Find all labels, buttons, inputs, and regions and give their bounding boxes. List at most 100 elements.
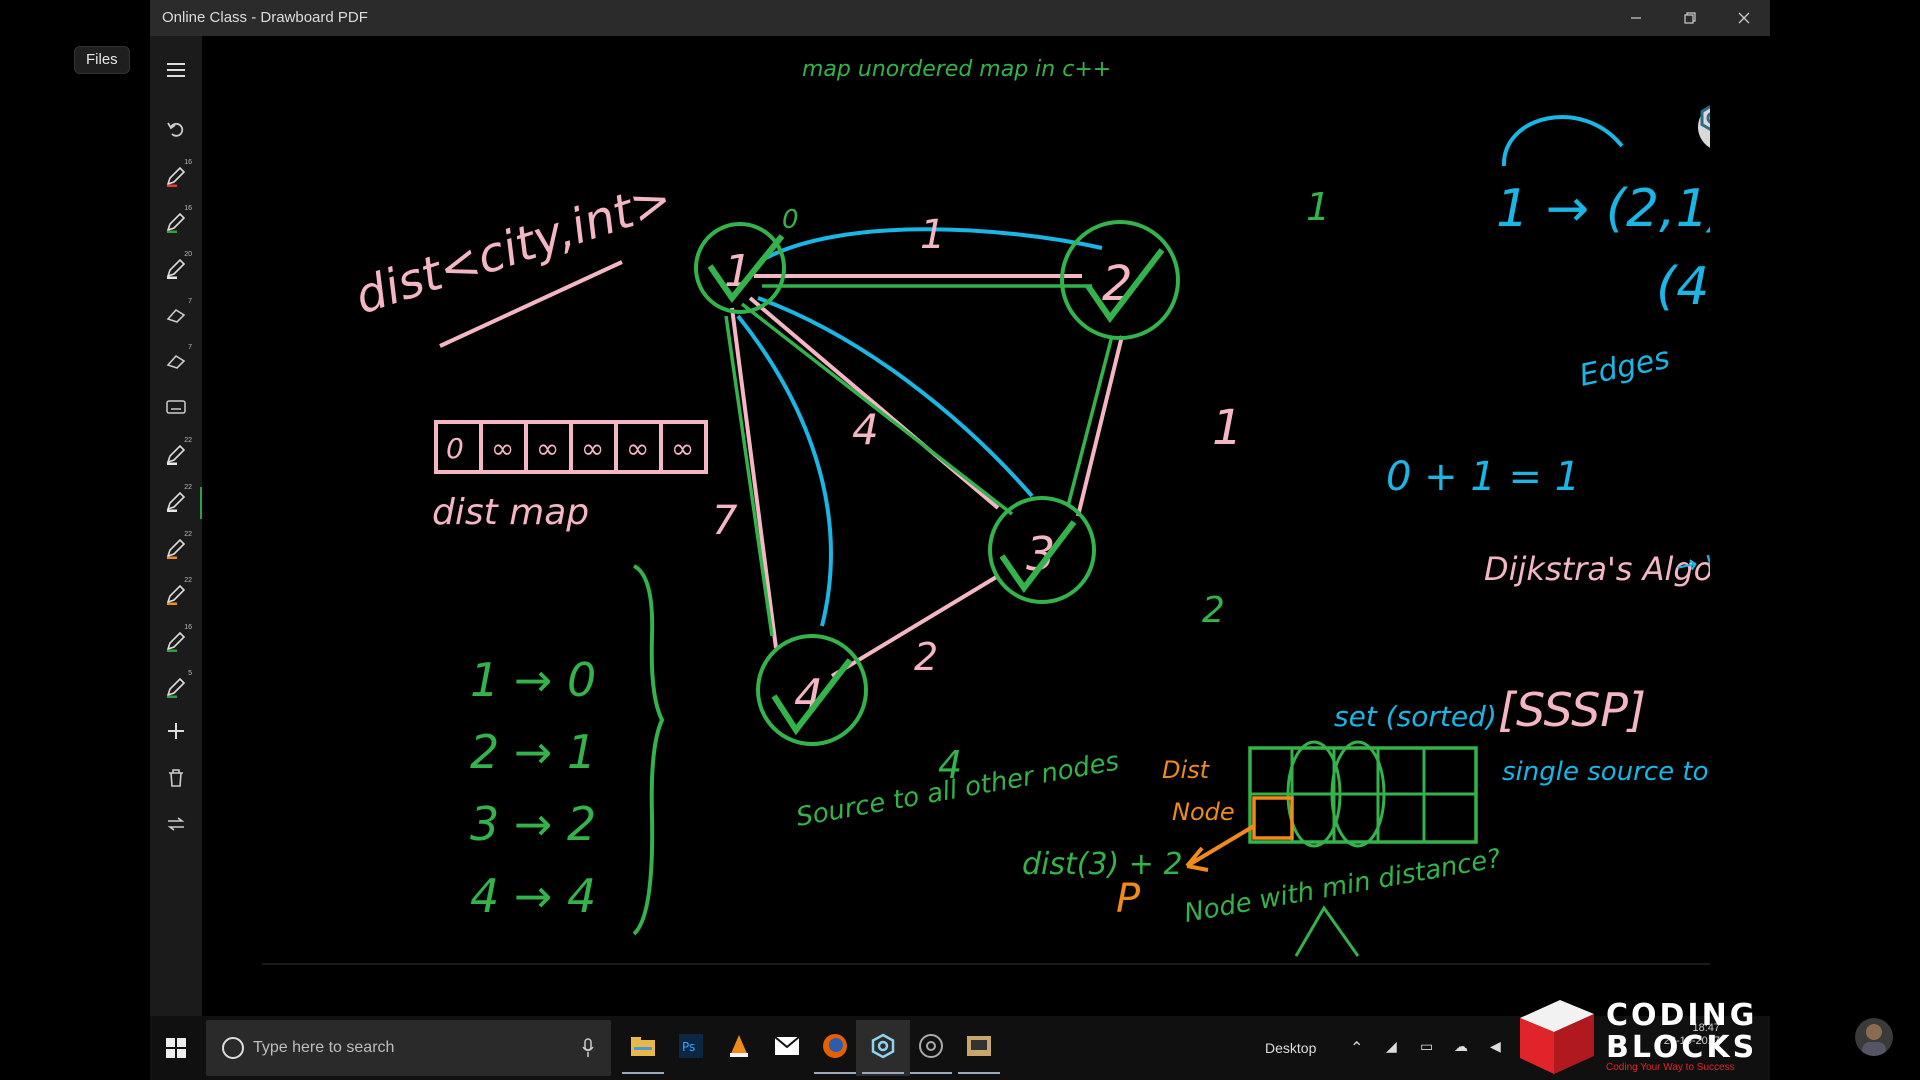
tool-pen-red-button[interactable]: 16 (156, 158, 196, 198)
weight-1-4: 7 (712, 498, 738, 544)
dist-array-cell: ∞ (626, 432, 649, 465)
drawboard-icon (870, 1033, 896, 1064)
files-button[interactable]: Files (74, 46, 130, 74)
p-label: P (1116, 876, 1141, 922)
tool-pen-white-button[interactable]: 22 (156, 483, 202, 523)
trash-icon (168, 768, 184, 792)
search-box[interactable]: Type here to search (206, 1020, 611, 1076)
start-button[interactable] (150, 1016, 202, 1080)
desktop-toolbar-label[interactable]: Desktop (1265, 1040, 1317, 1056)
tool-keyboard-button[interactable] (156, 389, 196, 429)
edges-note: Edges (1576, 341, 1672, 394)
taskbar-app-file-explorer[interactable] (616, 1020, 670, 1076)
mark-node-3: 2 (1202, 590, 1225, 631)
weight-1-2: 1 (920, 212, 945, 258)
network-icon[interactable]: ◢ (1386, 1038, 1397, 1054)
pen-orange-icon (165, 583, 187, 610)
svg-text:2: 2 (1102, 256, 1133, 312)
chevron-up-icon[interactable]: ⌃ (1350, 1040, 1364, 1057)
graph-node-1: 1 (694, 222, 786, 314)
tool-swap-button[interactable] (156, 806, 196, 846)
mail-icon (774, 1035, 800, 1061)
microphone-icon[interactable] (581, 1038, 595, 1058)
tool-eraser-button[interactable]: 7 (156, 343, 196, 383)
close-button[interactable] (1718, 0, 1770, 36)
tool-size-label: 20 (184, 251, 192, 258)
set-label: set (sorted) (1334, 700, 1497, 733)
restore-button[interactable] (1664, 0, 1716, 36)
minimize-icon (1631, 17, 1641, 19)
taskbar-app-vlc[interactable] (712, 1020, 766, 1076)
tool-pen-white-button[interactable]: 22 (156, 436, 196, 476)
graph-node-2: 2 (1060, 220, 1180, 340)
dist-array-cell: ∞ (671, 432, 694, 465)
menu-icon (167, 62, 185, 82)
drawing-canvas[interactable]: map unordered map in c++ dist<city,int> … (202, 36, 1710, 1016)
chrome-icon (918, 1033, 944, 1064)
settings-button[interactable] (1698, 103, 1710, 151)
taskbar-app-firefox[interactable] (808, 1020, 862, 1076)
minimize-button[interactable] (1610, 0, 1662, 36)
pen-white-icon (165, 490, 187, 517)
min-node-note: Node with min distance? (1182, 844, 1503, 929)
eraser-icon (166, 307, 186, 328)
tool-pen-orange-button[interactable]: 22 (156, 530, 196, 570)
file-explorer-icon (630, 1035, 656, 1062)
pen-red-icon (165, 165, 187, 192)
result-row: 3 → 2 (470, 797, 596, 851)
keyboard-icon (166, 399, 186, 419)
tool-trash-button[interactable] (156, 760, 196, 800)
taskbar: Type here to search Ps Desktop ⌃ ◢ ▭ ☁ ◀… (150, 1016, 1770, 1080)
algorithm-name: Dijkstra's Algorithm (1484, 550, 1710, 588)
taskbar-app-app[interactable] (952, 1020, 1006, 1076)
tool-size-label: 22 (184, 437, 192, 444)
pen-white-icon (165, 443, 187, 470)
tool-pen-orange-button[interactable]: 22 (156, 576, 196, 616)
board-strokes: map unordered map in c++ dist<city,int> … (262, 57, 1710, 965)
undo-icon (167, 120, 185, 143)
tool-size-label: 22 (184, 531, 192, 538)
tool-size-label: 7 (188, 298, 192, 305)
tool-pen-green-button[interactable]: 16 (156, 204, 196, 244)
tool-pen-white-button[interactable]: 20 (156, 250, 196, 290)
title-bar: Online Class - Drawboard PDF (150, 0, 1770, 36)
firefox-icon (822, 1033, 848, 1064)
eraser-icon (166, 353, 186, 374)
tool-eraser-button[interactable]: 7 (156, 297, 196, 337)
restore-icon (1684, 12, 1696, 24)
swap-icon (166, 816, 186, 836)
search-placeholder: Type here to search (253, 1039, 395, 1056)
pen-orange-icon (165, 537, 187, 564)
mark-node-4: 4 (938, 743, 962, 787)
taskbar-app-mail[interactable] (760, 1020, 814, 1076)
window-title: Online Class - Drawboard PDF (162, 9, 368, 26)
sssp-expansion: single source to all other nodes. (1502, 757, 1710, 787)
volume-icon[interactable]: ◀ (1490, 1038, 1501, 1054)
brand-tagline: Coding Your Way to Success (1606, 1062, 1735, 1073)
plus-icon (167, 722, 185, 745)
dist-array-cell: ∞ (581, 432, 604, 465)
weighted-graphs-note: → weighted graphs (1673, 502, 1710, 583)
taskbar-app-drawboard[interactable] (856, 1020, 910, 1076)
coding-blocks-logo (1520, 1000, 1594, 1074)
onedrive-icon[interactable]: ☁ (1454, 1038, 1468, 1054)
app-icon (966, 1035, 992, 1062)
windows-icon (166, 1038, 186, 1058)
tool-plus-button[interactable] (156, 713, 196, 753)
tool-menu-button[interactable] (156, 52, 196, 92)
tool-pen-green-button[interactable]: 16 (156, 623, 196, 663)
taskbar-app-chrome[interactable] (904, 1020, 958, 1076)
pen-white-icon (165, 257, 187, 284)
battery-icon[interactable]: ▭ (1420, 1038, 1434, 1054)
dist-array-cell: 0 (446, 432, 464, 465)
tool-pen-green-button[interactable]: 5 (156, 669, 196, 709)
results-list: 1 → 02 → 13 → 24 → 4 (470, 564, 665, 936)
dist-expression: dist(3) + 2 (1022, 847, 1183, 882)
taskbar-app-photoshop[interactable]: Ps (664, 1020, 718, 1076)
tool-size-label: 22 (184, 577, 192, 584)
close-icon (1738, 12, 1750, 24)
tool-undo-button[interactable] (156, 111, 196, 151)
cortana-icon (222, 1037, 244, 1059)
